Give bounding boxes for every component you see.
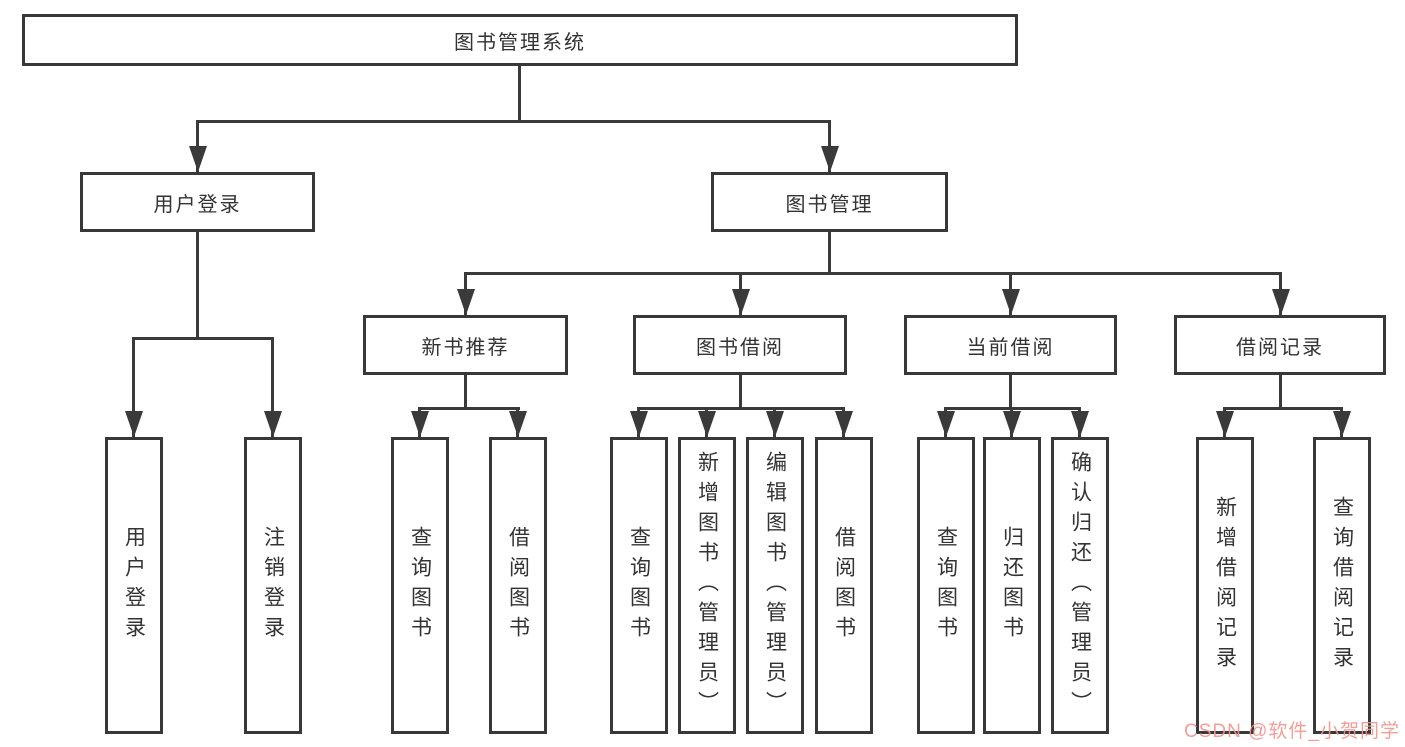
arrow-to-leaf-record-query	[1340, 407, 1343, 437]
arrow-to-leaf-newbook-query	[418, 407, 421, 437]
arrow-to-leaf-return-book	[1010, 407, 1013, 437]
leaf-borrow-add-admin: 新增图书（管理员）	[678, 437, 736, 734]
arrow-to-leaf-current-query	[944, 407, 947, 437]
watermark: CSDN @软件_小贺同学	[1184, 721, 1400, 742]
leaf-borrow-add-admin-label: 新增图书（管理员）	[695, 450, 719, 721]
node-new-book-recommend-label: 新书推荐	[421, 336, 510, 359]
connector-borrow-records-stem	[1279, 375, 1282, 407]
arrow-to-current-borrow	[1009, 272, 1012, 315]
arrow-to-leaf-borrow-book	[842, 407, 845, 437]
connector-book-borrow-branch	[637, 407, 845, 410]
node-current-borrow: 当前借阅	[904, 315, 1117, 375]
arrow-to-borrow-records	[1279, 272, 1282, 315]
node-book-borrow: 图书借阅	[633, 315, 847, 375]
connector-book-management-branch	[464, 272, 1281, 275]
leaf-borrow-book-label: 借阅图书	[832, 525, 856, 646]
node-book-borrow-label: 图书借阅	[696, 336, 784, 359]
node-current-borrow-label: 当前借阅	[966, 336, 1055, 359]
connector-current-borrow-stem	[1009, 375, 1012, 407]
node-book-management-label: 图书管理	[785, 193, 874, 216]
leaf-record-query-label: 查询借阅记录	[1330, 495, 1354, 676]
arrow-to-leaf-logout	[271, 337, 274, 437]
connector-root-stem	[518, 66, 521, 120]
leaf-borrow-book: 借阅图书	[815, 437, 873, 734]
arrow-to-book-borrow	[739, 272, 742, 315]
leaf-borrow-edit-admin: 编辑图书（管理员）	[746, 437, 804, 734]
node-borrow-records: 借阅记录	[1174, 315, 1386, 375]
leaf-record-query: 查询借阅记录	[1313, 437, 1371, 734]
leaf-confirm-return-admin: 确认归还（管理员）	[1051, 437, 1109, 734]
leaf-newbook-borrow: 借阅图书	[489, 437, 547, 734]
leaf-logout-label: 注销登录	[261, 525, 285, 646]
leaf-current-query-label: 查询图书	[934, 525, 958, 646]
node-borrow-records-label: 借阅记录	[1236, 336, 1324, 359]
leaf-user-login: 用户登录	[105, 437, 163, 734]
connector-user-login-stem	[196, 232, 199, 337]
leaf-user-login-label: 用户登录	[122, 525, 146, 646]
arrow-to-book-management	[828, 120, 831, 172]
leaf-borrow-query: 查询图书	[610, 437, 668, 734]
leaf-return-book: 归还图书	[983, 437, 1041, 734]
leaf-newbook-query-label: 查询图书	[408, 525, 432, 646]
arrow-to-new-book-recommend	[464, 272, 467, 315]
arrow-to-leaf-record-add	[1223, 407, 1226, 437]
arrow-to-leaf-confirm-return	[1078, 407, 1081, 437]
leaf-record-add-label: 新增借阅记录	[1213, 495, 1237, 676]
leaf-current-query: 查询图书	[917, 437, 975, 734]
arrow-to-leaf-borrow-edit	[773, 407, 776, 437]
leaf-return-book-label: 归还图书	[1000, 525, 1024, 646]
connector-new-book-branch	[418, 407, 520, 410]
arrow-to-user-login	[196, 120, 199, 172]
node-new-book-recommend: 新书推荐	[363, 315, 568, 375]
arrow-to-leaf-user-login	[132, 337, 135, 437]
node-user-login: 用户登录	[80, 172, 315, 232]
leaf-logout: 注销登录	[244, 437, 302, 734]
connector-user-login-branch	[132, 337, 274, 340]
connector-root-branch	[196, 120, 830, 123]
leaf-borrow-edit-admin-label: 编辑图书（管理员）	[763, 450, 787, 721]
leaf-record-add: 新增借阅记录	[1196, 437, 1254, 734]
arrow-to-leaf-borrow-add	[705, 407, 708, 437]
node-user-login-label: 用户登录	[153, 193, 242, 216]
arrow-to-leaf-borrow-query	[637, 407, 640, 437]
leaf-newbook-query: 查询图书	[391, 437, 449, 734]
connector-borrow-records-branch	[1223, 407, 1343, 410]
leaf-newbook-borrow-label: 借阅图书	[506, 525, 530, 646]
leaf-borrow-query-label: 查询图书	[627, 525, 651, 646]
node-book-management: 图书管理	[711, 172, 948, 232]
node-root-label: 图书管理系统	[454, 31, 586, 54]
node-root: 图书管理系统	[22, 14, 1018, 66]
leaf-confirm-return-admin-label: 确认归还（管理员）	[1068, 450, 1092, 721]
connector-book-management-stem	[828, 232, 831, 272]
connector-new-book-stem	[464, 375, 467, 407]
arrow-to-leaf-newbook-borrow	[516, 407, 519, 437]
connector-book-borrow-stem	[739, 375, 742, 407]
